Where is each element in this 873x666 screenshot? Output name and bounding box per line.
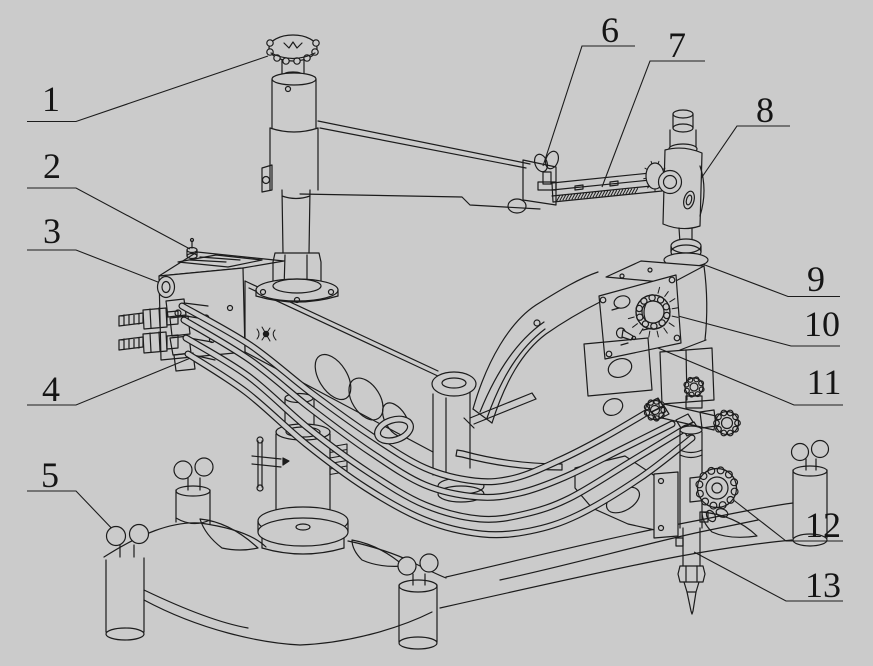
svg-text:6: 6 <box>601 10 619 50</box>
svg-text:1: 1 <box>42 79 60 119</box>
svg-text:3: 3 <box>43 211 61 251</box>
svg-text:11: 11 <box>807 362 842 402</box>
svg-text:2: 2 <box>43 146 61 186</box>
svg-text:4: 4 <box>42 369 60 409</box>
svg-text:7: 7 <box>668 25 686 65</box>
svg-text:5: 5 <box>41 455 59 495</box>
svg-text:12: 12 <box>805 505 841 545</box>
svg-text:9: 9 <box>807 259 825 299</box>
svg-text:10: 10 <box>804 304 840 344</box>
svg-text:8: 8 <box>756 90 774 130</box>
svg-text:13: 13 <box>805 565 841 605</box>
